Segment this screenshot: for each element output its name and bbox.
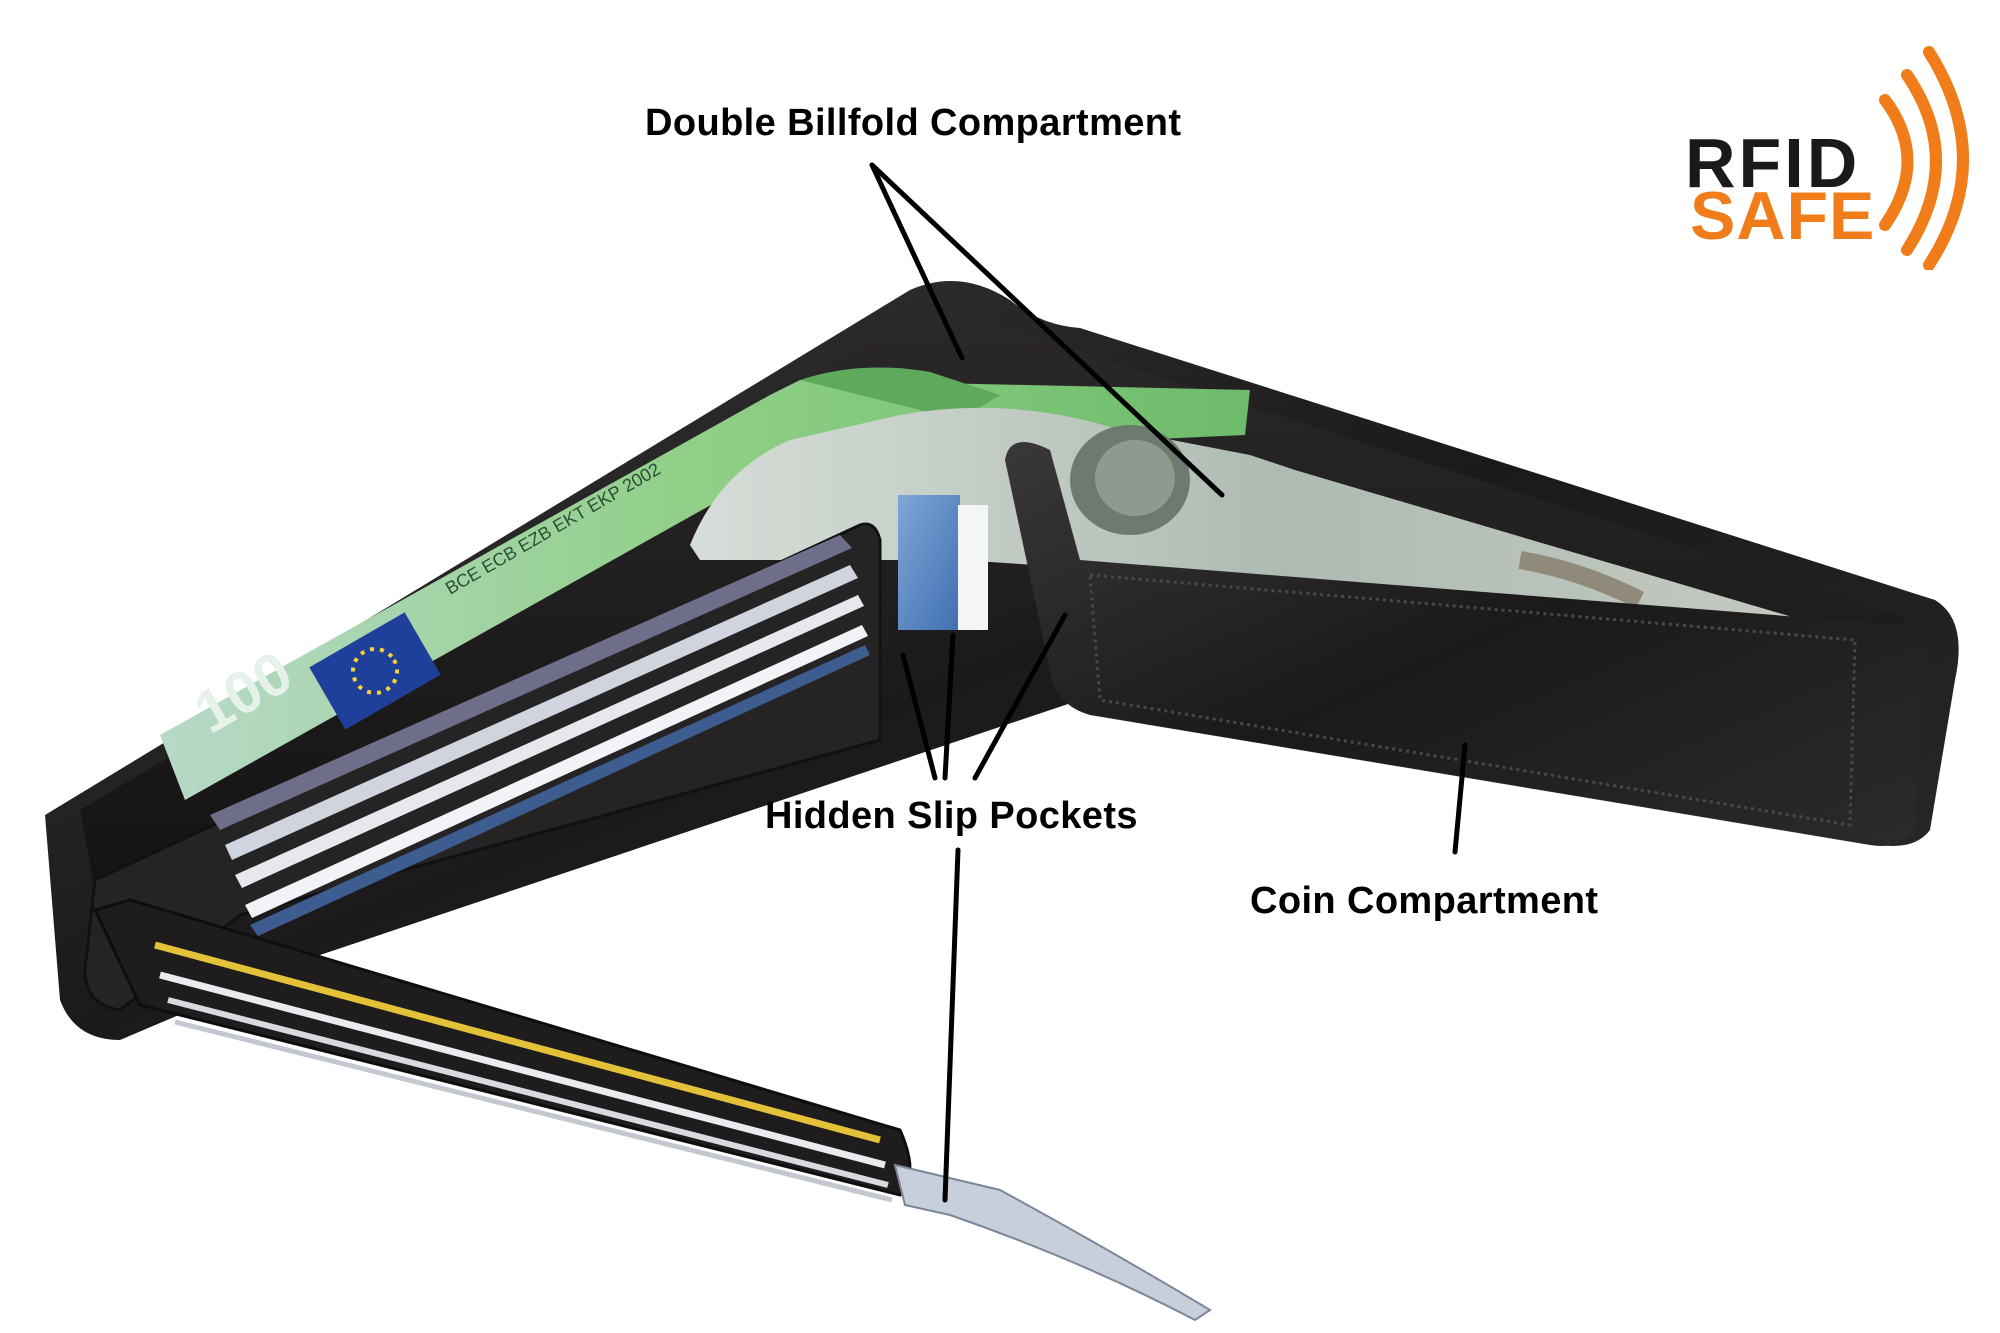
- coin-pointer-line: [1452, 742, 1468, 855]
- callout-billfold-compartment: Double Billfold Compartment: [645, 102, 1182, 144]
- coin-compartment: [1005, 442, 1928, 846]
- left-card-stack: [210, 535, 870, 936]
- billfold-pointer-line: [869, 162, 965, 361]
- bottom-card-panel: [92, 898, 912, 1203]
- billfold-pointer-line: [869, 162, 1225, 498]
- rfid-safe-logo: RFID SAFE: [1685, 40, 1985, 270]
- callout-hidden-slip-pockets: Hidden Slip Pockets: [765, 795, 1138, 837]
- slip-pocket-pointer-line: [942, 632, 956, 781]
- logo-safe-text: SAFE: [1690, 178, 1876, 254]
- wallet-back-panel: [45, 281, 1959, 1040]
- slip-pocket-pointer-line: [972, 612, 1068, 781]
- logo-rfid-text: RFID: [1685, 124, 1861, 202]
- callout-coin-compartment: Coin Compartment: [1250, 880, 1599, 922]
- callout-lines: [869, 162, 1468, 1203]
- protruding-card: [893, 1163, 1212, 1322]
- dollar-banknote: [690, 407, 1870, 660]
- rfid-wave-icon: [1879, 46, 1969, 270]
- slip-pocket-pointer-line: [900, 652, 938, 781]
- slip-pocket-pointer-line: [942, 847, 961, 1203]
